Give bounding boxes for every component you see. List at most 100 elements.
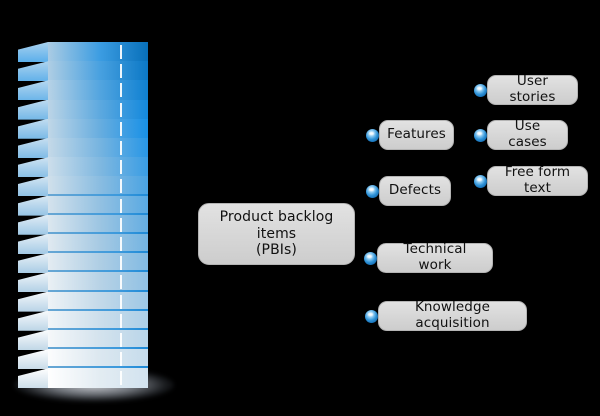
- stack-layer-side-face: [18, 42, 48, 62]
- stack-layer-front-face: [48, 253, 148, 274]
- stack-layer: [18, 366, 148, 389]
- stack-layer-front-face: [48, 349, 148, 370]
- stack-layer-side-face: [18, 272, 48, 293]
- stack-layer-front-face: [48, 310, 148, 331]
- stack-layer-side-face: [18, 61, 48, 82]
- stack-layer-side-face: [18, 291, 48, 312]
- stack-layer-front-face: [48, 80, 148, 101]
- stack-layer-tick-mark: [120, 64, 122, 79]
- stack-layer-tick-mark: [120, 275, 122, 290]
- node-product-backlog-items-label: Product backlog items (PBIs): [219, 209, 334, 259]
- stack-layer-front-face: [48, 138, 148, 158]
- stack-layer: [18, 117, 148, 140]
- stack-layer-side-face: [18, 99, 48, 120]
- node-label: User stories: [509, 73, 556, 105]
- stack-layer-side-face: [18, 214, 48, 235]
- node-label: Use cases: [508, 118, 547, 150]
- stack-layer-top-highlight: [48, 193, 148, 196]
- stack-layer-tick-mark: [120, 352, 122, 367]
- blue-dot-bullet-icon: [474, 84, 487, 97]
- blue-dot-bullet-icon: [474, 175, 487, 188]
- node-label: Knowledge acquisition: [414, 299, 491, 331]
- stack-layer-side-face: [18, 310, 48, 331]
- stack-layer-front-face: [48, 195, 148, 216]
- stack-layer: [18, 157, 148, 178]
- stack-layer-front-face: [48, 61, 148, 82]
- stack-layer: [18, 98, 148, 121]
- stack-layer-front-face: [48, 330, 148, 350]
- stack-layer-top-highlight: [48, 78, 148, 80]
- node-label: Technical work: [403, 241, 467, 273]
- stack-layer-top-highlight: [48, 98, 148, 100]
- stack-layer-side-face: [18, 253, 48, 274]
- stack-layer-top-highlight: [48, 232, 148, 234]
- stack-layer-top-highlight: [48, 328, 148, 330]
- node-use-cases[interactable]: Use cases: [487, 118, 568, 150]
- stack-layer-tick-mark: [120, 160, 122, 175]
- stack-layer-tick-mark: [120, 237, 122, 251]
- stack-layer: [18, 347, 148, 370]
- stack-layer-side-face: [18, 157, 48, 178]
- node-technical-work[interactable]: Technical work: [377, 241, 493, 273]
- node-features[interactable]: Features: [379, 120, 454, 150]
- stack-layer-tick-mark: [120, 83, 122, 98]
- layered-backlog-stack: [0, 0, 200, 416]
- node-user-stories[interactable]: User stories: [487, 73, 578, 105]
- stack-layer: [18, 138, 148, 159]
- stack-layer: [18, 42, 148, 63]
- stack-layer-side-face: [18, 368, 48, 389]
- stack-layer-tick-mark: [120, 102, 122, 117]
- stack-layer-top-highlight: [48, 347, 148, 350]
- stack-layer: [18, 176, 148, 197]
- blue-dot-bullet-icon: [474, 129, 487, 142]
- stack-layer-side-face: [18, 118, 48, 139]
- stack-layer-front-face: [48, 118, 148, 139]
- blue-dot-bullet-icon: [365, 310, 378, 323]
- node-free-form-text[interactable]: Free form text: [487, 164, 588, 196]
- node-defects[interactable]: Defects: [379, 176, 451, 206]
- stack-layer: [18, 308, 148, 332]
- blue-dot-bullet-icon: [366, 129, 379, 142]
- stack-layer-tick-mark: [120, 121, 122, 136]
- stack-layer-top-highlight: [48, 174, 148, 176]
- stack-layer-top-highlight: [48, 289, 148, 292]
- stack-layer: [18, 270, 148, 293]
- stack-layer-top-highlight: [48, 270, 148, 273]
- stack-layer: [18, 193, 148, 217]
- stack-layer-tick-mark: [120, 198, 122, 213]
- stack-layer-side-face: [18, 138, 48, 158]
- node-product-backlog-items[interactable]: Product backlog items (PBIs): [198, 203, 355, 265]
- stack-layer-tick-mark: [120, 371, 122, 386]
- stack-layer-top-highlight: [48, 251, 148, 254]
- stack-layer-side-face: [18, 330, 48, 350]
- stack-layer-front-face: [48, 234, 148, 254]
- stack-layer-top-highlight: [48, 308, 148, 311]
- node-label: Features: [387, 126, 446, 143]
- stack-layer-side-face: [18, 234, 48, 254]
- node-knowledge-acquisition[interactable]: Knowledge acquisition: [378, 299, 527, 331]
- stack-layer-tick-mark: [120, 333, 122, 347]
- stack-layer-side-face: [18, 195, 48, 216]
- stack-layer-side-face: [18, 176, 48, 197]
- blue-dot-bullet-icon: [366, 185, 379, 198]
- stack-layer-tick-mark: [120, 256, 122, 271]
- stack-layer: [18, 80, 148, 101]
- stack-layer-top-highlight: [48, 40, 148, 42]
- stack-layer-tick-mark: [120, 217, 122, 232]
- stack-layer-tick-mark: [120, 313, 122, 328]
- stack-layer: [18, 328, 148, 351]
- stack-layer: [18, 61, 148, 82]
- node-label: Free form text: [504, 164, 571, 196]
- blue-dot-bullet-icon: [364, 252, 377, 265]
- stack-layer-front-face: [48, 291, 148, 312]
- stack-layer-front-face: [48, 272, 148, 293]
- stack-layer-top-highlight: [48, 366, 148, 369]
- stack-layer-tick-mark: [120, 179, 122, 194]
- stack-layer-top-highlight: [48, 117, 148, 119]
- stack-layer: [18, 232, 148, 255]
- stack-layer-tick-mark: [120, 45, 122, 59]
- stack-layer-front-face: [48, 157, 148, 178]
- stack-layer-side-face: [18, 349, 48, 370]
- stack-layer-front-face: [48, 176, 148, 197]
